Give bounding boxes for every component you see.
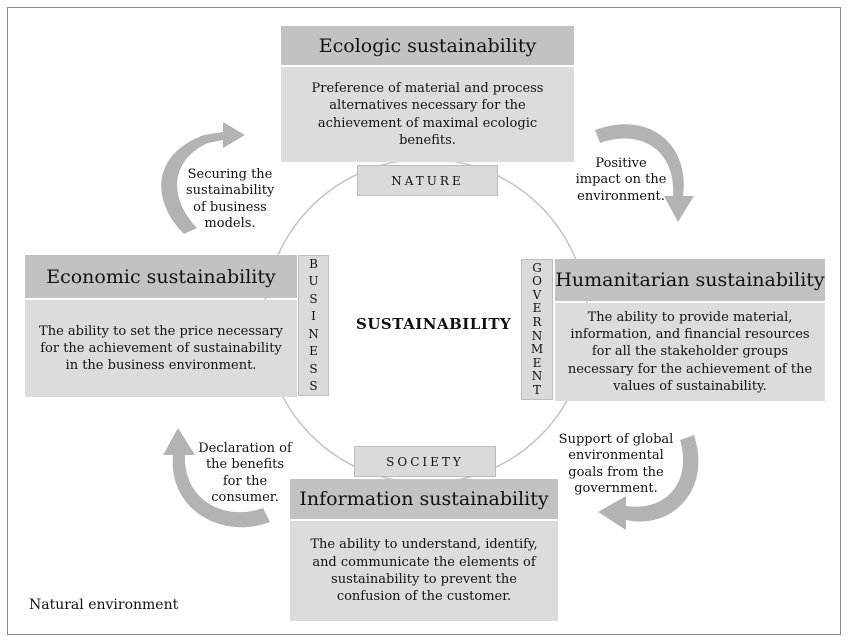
center-label: SUSTAINABILITY	[356, 315, 512, 333]
humanitarian-description: The ability to provide material, informa…	[555, 303, 825, 401]
curved-arrow-top-left	[161, 122, 245, 234]
government-tag: G O V E R N M E N T	[521, 259, 553, 400]
government-letter: E	[532, 301, 542, 316]
business-letter: S	[309, 361, 318, 376]
government-letter: E	[532, 355, 542, 370]
government-letter: N	[531, 369, 543, 384]
natural-environment-label: Natural environment	[29, 597, 179, 613]
curved-arrow-top-right	[595, 124, 694, 222]
government-letter: G	[532, 260, 542, 275]
note-bottom-right: Support of global environmental goals fr…	[558, 432, 674, 496]
economic-title: Economic sustainability	[25, 255, 297, 298]
business-letter: B	[309, 256, 318, 271]
information-description: The ability to understand, identify, and…	[290, 521, 558, 621]
humanitarian-box: Humanitarian sustainability The ability …	[555, 259, 825, 401]
business-letter: S	[309, 379, 318, 393]
government-letter: R	[532, 314, 542, 329]
business-letter: U	[308, 274, 319, 288]
note-top-right: Positive impact on the environment.	[575, 156, 667, 204]
ecologic-title: Ecologic sustainability	[281, 26, 574, 65]
note-top-left: Securing the sustainability of business …	[186, 167, 275, 231]
humanitarian-title: Humanitarian sustainability	[555, 259, 825, 301]
government-letter: O	[532, 274, 542, 289]
information-title: Information sustainability	[290, 479, 558, 519]
business-tag: B U S I N E S S	[298, 255, 329, 396]
diagram-frame	[7, 7, 841, 635]
government-letter: T	[532, 382, 541, 397]
business-letter: E	[309, 344, 318, 358]
society-tag: SOCIETY	[354, 446, 496, 477]
government-letter: M	[530, 342, 544, 357]
economic-box: Economic sustainability The ability to s…	[25, 255, 297, 397]
note-bottom-left: Declaration of the benefits for the cons…	[198, 441, 292, 505]
economic-description: The ability to set the price necessary f…	[25, 300, 297, 397]
curved-arrow-bottom-right	[598, 435, 699, 530]
curved-arrow-bottom-left	[163, 428, 270, 528]
business-letter: S	[309, 291, 318, 306]
business-letter: N	[308, 326, 319, 341]
government-letter: N	[531, 328, 543, 343]
information-box: Information sustainability The ability t…	[290, 479, 558, 621]
ecologic-description: Preference of material and process alter…	[281, 67, 574, 162]
ecologic-box: Ecologic sustainability Preference of ma…	[281, 26, 574, 162]
business-letter: I	[311, 309, 316, 323]
government-letter: V	[532, 287, 542, 302]
nature-tag: NATURE	[357, 165, 498, 196]
